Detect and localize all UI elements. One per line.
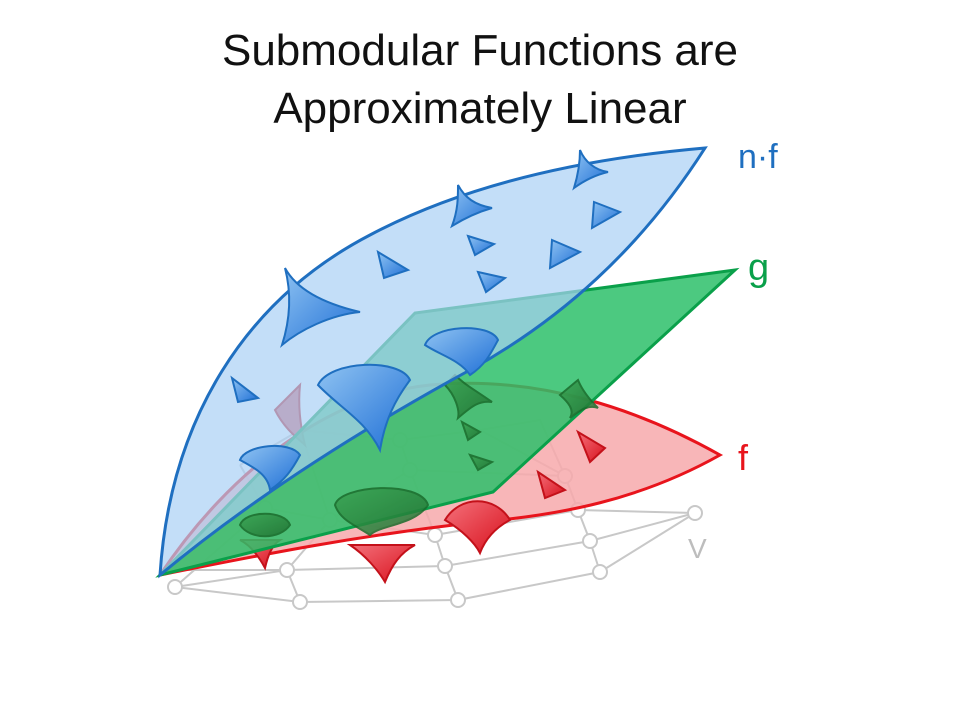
label-v: V [688,533,707,564]
graph-node [582,533,598,549]
graph-node [437,558,453,574]
graph-node [427,527,443,543]
label-f: f [738,437,749,478]
graph-node [167,579,183,595]
slide-title: Submodular Functions are Approximately L… [0,22,960,138]
label-nf: n·f [738,138,778,176]
label-g: g [748,247,769,289]
title-line-1: Submodular Functions are [221,26,739,75]
graph-node [687,505,703,521]
graph-node [279,562,295,578]
graph-node [450,592,466,608]
surface-nf [158,146,708,579]
title-line-2: Approximately Linear [273,84,687,133]
graph-node [592,564,608,580]
graph-node [292,594,308,610]
